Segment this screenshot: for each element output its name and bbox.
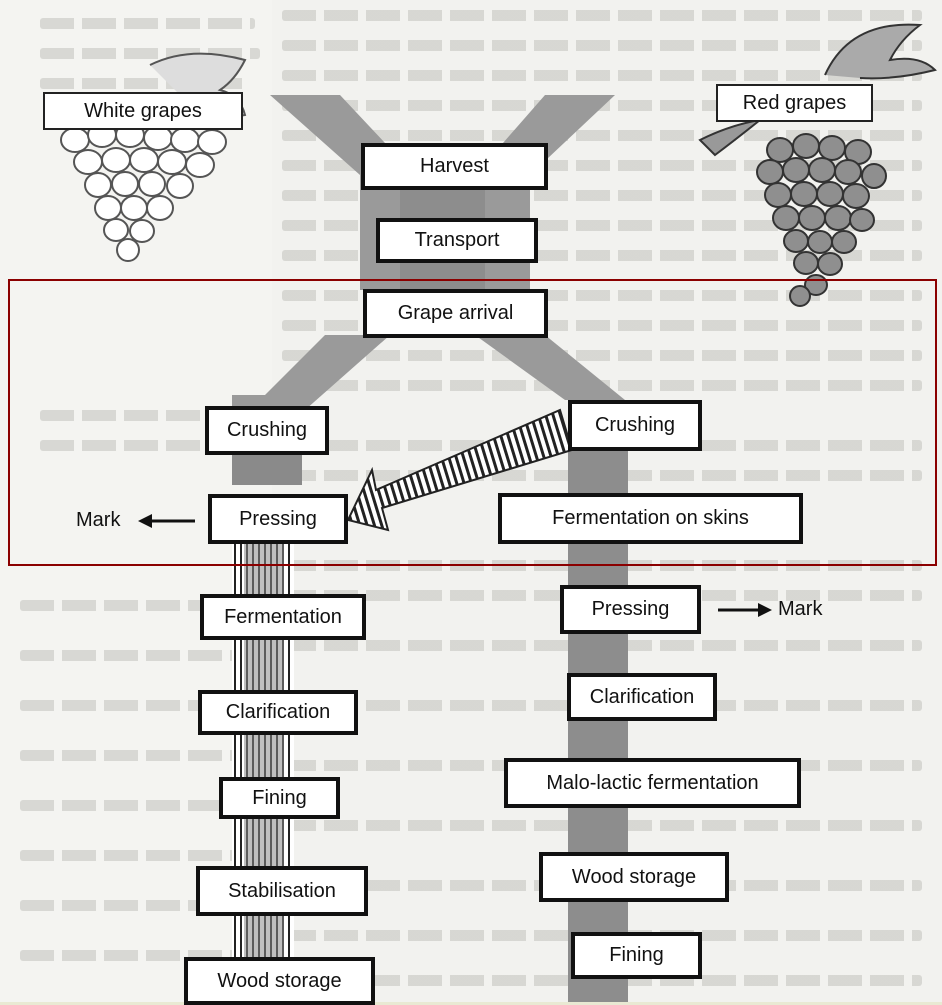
red-mark-arrowhead bbox=[758, 603, 772, 617]
text-line bbox=[282, 40, 922, 51]
step-grape-arrival: Grape arrival bbox=[363, 289, 548, 338]
text-line bbox=[20, 650, 260, 661]
red-step-pressing: Pressing bbox=[560, 585, 701, 634]
white-step-crushing: Crushing bbox=[205, 406, 329, 455]
text-line bbox=[282, 130, 922, 141]
white-column-segment bbox=[232, 455, 302, 485]
white-mark-arrowhead bbox=[138, 514, 152, 528]
text-line bbox=[282, 320, 922, 331]
white-mark-label: Mark bbox=[76, 509, 121, 531]
red-mark-label: Mark bbox=[778, 598, 823, 620]
text-line bbox=[282, 290, 922, 301]
red-step-wood-storage: Wood storage bbox=[539, 852, 729, 902]
text-line bbox=[20, 800, 260, 811]
red-step-crushing: Crushing bbox=[568, 400, 702, 451]
red-step-fermentation-on-skins: Fermentation on skins bbox=[498, 493, 803, 544]
text-line bbox=[282, 70, 922, 81]
text-line bbox=[20, 950, 260, 961]
white-grape-bunch bbox=[60, 52, 247, 262]
red-grapes-label: Red grapes bbox=[716, 84, 873, 122]
white-step-fermentation: Fermentation bbox=[200, 594, 366, 640]
step-transport: Transport bbox=[376, 218, 538, 263]
white-step-wood-storage: Wood storage bbox=[184, 957, 375, 1005]
text-line bbox=[40, 48, 260, 59]
white-step-fining: Fining bbox=[219, 777, 340, 819]
red-step-fining: Fining bbox=[571, 932, 702, 979]
white-grapes-label: White grapes bbox=[43, 92, 243, 130]
text-line bbox=[282, 250, 922, 261]
text-line bbox=[282, 220, 922, 231]
text-line bbox=[20, 900, 260, 911]
text-line bbox=[282, 350, 922, 361]
text-line bbox=[20, 850, 260, 861]
text-line bbox=[40, 18, 255, 29]
white-branch-diagonal bbox=[250, 335, 390, 410]
red-step-malo-lactic: Malo-lactic fermentation bbox=[504, 758, 801, 808]
text-line bbox=[20, 750, 260, 761]
transfer-arrow bbox=[346, 408, 574, 532]
text-line bbox=[20, 700, 260, 711]
white-step-clarification: Clarification bbox=[198, 690, 358, 735]
text-line bbox=[40, 410, 260, 421]
text-line bbox=[282, 10, 922, 21]
text-line bbox=[40, 440, 240, 451]
red-grape-bunch bbox=[698, 23, 937, 307]
text-line bbox=[20, 600, 260, 611]
red-branch-diagonal bbox=[475, 335, 625, 400]
step-harvest: Harvest bbox=[361, 143, 548, 190]
red-step-clarification: Clarification bbox=[567, 673, 717, 721]
text-line bbox=[40, 78, 250, 89]
white-step-pressing: Pressing bbox=[208, 494, 348, 544]
text-line bbox=[282, 190, 922, 201]
white-step-stabilisation: Stabilisation bbox=[196, 866, 368, 916]
text-line bbox=[282, 160, 922, 171]
